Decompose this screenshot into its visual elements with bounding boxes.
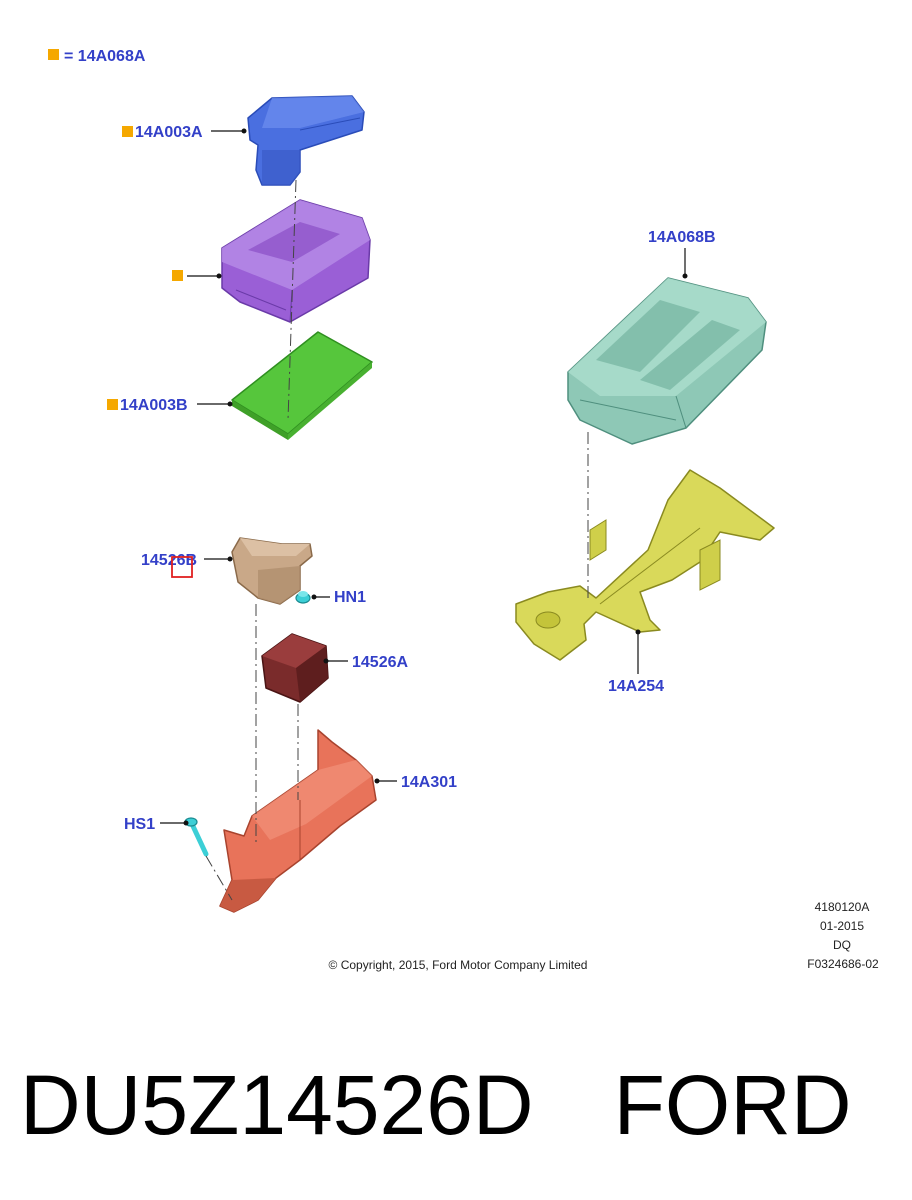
module-14A068A[interactable] (221, 199, 371, 323)
callout-HN1[interactable]: HN1 (334, 589, 366, 606)
callout-14526A[interactable]: 14526A (352, 654, 408, 671)
meta-code: DQ (833, 938, 851, 952)
part-caption: DU5Z14526D FORD (20, 1050, 900, 1160)
callout-14A003A[interactable]: 14A003A (135, 124, 203, 141)
part-number: DU5Z14526D (20, 1058, 534, 1152)
highlight-box (171, 556, 193, 578)
callout-marker-14A003A (122, 126, 133, 137)
callout-14A254[interactable]: 14A254 (608, 678, 664, 695)
board-14A003B[interactable] (231, 331, 373, 440)
copyright: © Copyright, 2015, Ford Motor Company Li… (329, 958, 588, 972)
legend-marker (48, 49, 59, 60)
cover-14A003A[interactable] (247, 95, 365, 186)
bracket-14A254[interactable] (515, 469, 775, 661)
brand-name: FORD (613, 1058, 852, 1152)
callout-14A003B[interactable]: 14A003B (120, 397, 188, 414)
callout-14A301[interactable]: 14A301 (401, 774, 457, 791)
callout-14526B[interactable]: 14526B (141, 552, 197, 569)
callout-marker-14A003B (107, 399, 118, 410)
callout-14A068B[interactable]: 14A068B (648, 229, 716, 246)
callout-HS1[interactable]: HS1 (124, 816, 155, 833)
fusebox-14A068B[interactable] (567, 277, 767, 445)
meta-ref: 4180120A (815, 900, 870, 914)
meta-date: 01-2015 (820, 919, 864, 933)
legend-text: = 14A068A (64, 48, 146, 65)
callout-marker-module (172, 270, 183, 281)
meta-figure: F0324686-02 (807, 957, 879, 971)
relay-14526B[interactable] (231, 537, 313, 605)
parts-diagram: = 14A068A 14A003A 14A003B 14A0 (48, 48, 879, 972)
relay-14526A[interactable] (261, 633, 329, 703)
nut-HN1[interactable] (295, 591, 311, 604)
tray-14A301[interactable] (219, 729, 377, 913)
